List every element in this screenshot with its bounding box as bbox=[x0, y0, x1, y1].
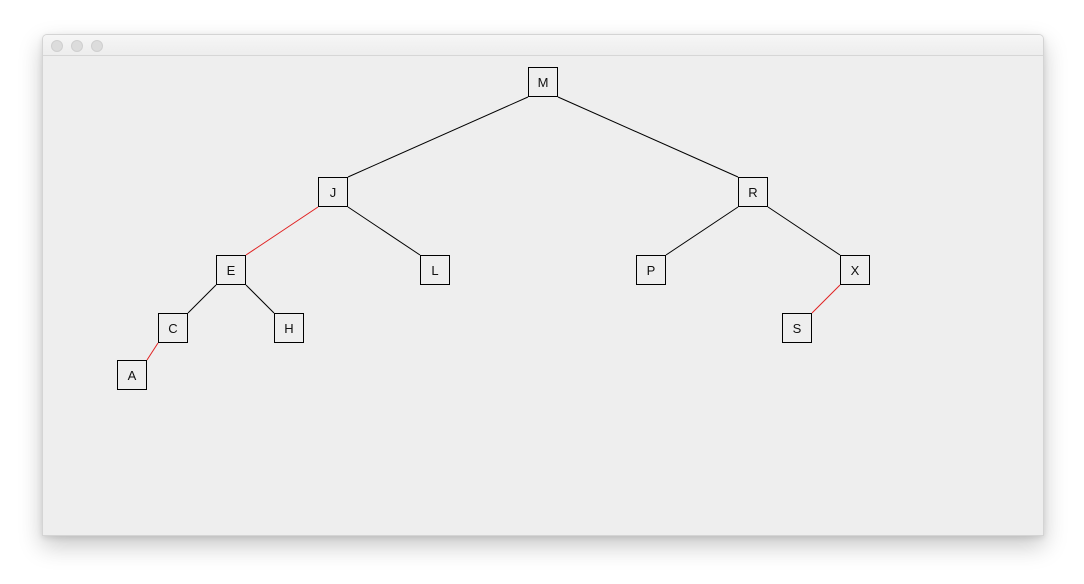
tree-link bbox=[557, 96, 739, 178]
tree-link bbox=[811, 284, 841, 314]
app-window: M J R E L P X C H S A bbox=[42, 34, 1044, 536]
node-label: P bbox=[646, 262, 656, 278]
tree-canvas: M J R E L P X C H S A bbox=[43, 56, 1043, 535]
tree-links bbox=[146, 96, 841, 361]
tree-node-p: P bbox=[636, 255, 666, 285]
tree-node-c: C bbox=[158, 313, 188, 343]
tree-node-m: M bbox=[528, 67, 558, 97]
tree-link bbox=[665, 206, 739, 256]
node-label: E bbox=[226, 262, 236, 278]
tree-link bbox=[347, 206, 421, 256]
tree-link bbox=[245, 284, 275, 314]
tree-link bbox=[146, 342, 159, 361]
tree-link bbox=[187, 284, 217, 314]
node-label: S bbox=[792, 320, 802, 336]
node-label: A bbox=[127, 367, 137, 383]
tree-link bbox=[347, 96, 529, 178]
tree-link bbox=[767, 206, 841, 256]
tree-node-e: E bbox=[216, 255, 246, 285]
tree-node-l: L bbox=[420, 255, 450, 285]
title-bar[interactable] bbox=[43, 35, 1043, 56]
node-label: R bbox=[748, 184, 758, 200]
tree-node-s: S bbox=[782, 313, 812, 343]
tree-node-h: H bbox=[274, 313, 304, 343]
zoom-window-icon[interactable] bbox=[91, 40, 103, 52]
tree-node-j: J bbox=[318, 177, 348, 207]
node-label: X bbox=[850, 262, 860, 278]
tree-link bbox=[245, 206, 319, 256]
tree-node-a: A bbox=[117, 360, 147, 390]
tree-node-x: X bbox=[840, 255, 870, 285]
node-label: M bbox=[537, 74, 549, 90]
minimize-window-icon[interactable] bbox=[71, 40, 83, 52]
node-label: L bbox=[431, 262, 439, 278]
node-label: J bbox=[329, 184, 337, 200]
node-label: C bbox=[168, 320, 178, 336]
close-window-icon[interactable] bbox=[51, 40, 63, 52]
node-label: H bbox=[284, 320, 294, 336]
tree-node-r: R bbox=[738, 177, 768, 207]
